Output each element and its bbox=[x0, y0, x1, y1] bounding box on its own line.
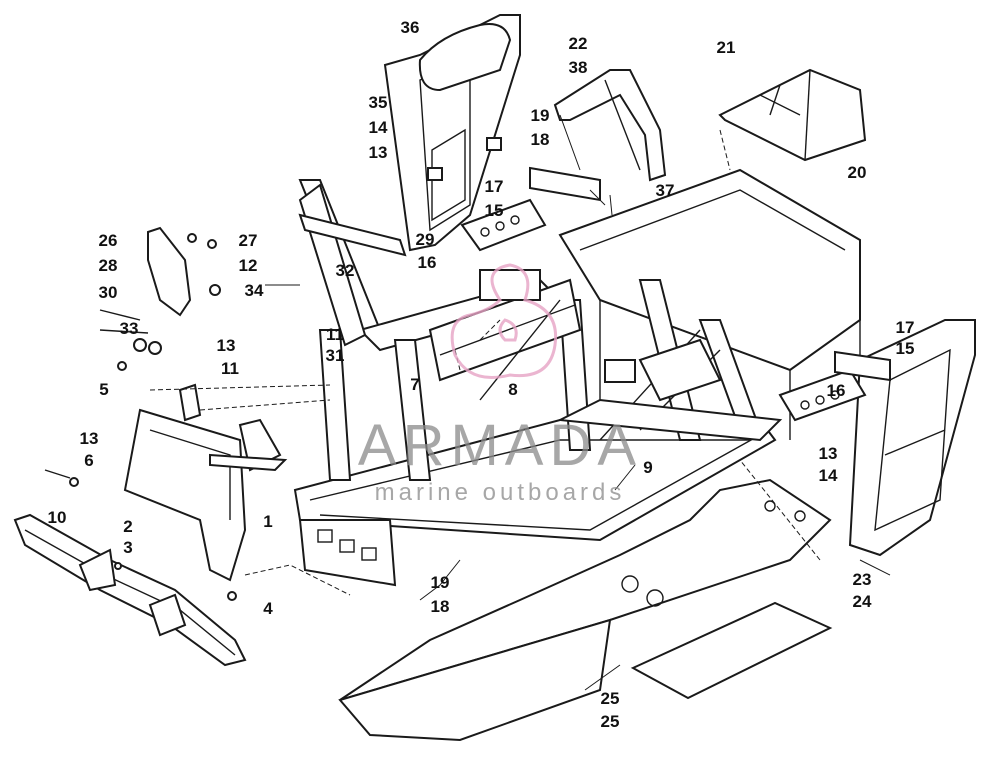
watermark-logo-icon bbox=[450, 263, 558, 379]
headrest bbox=[418, 23, 512, 92]
callout-label: 17 bbox=[896, 318, 915, 337]
callout-label: 16 bbox=[827, 381, 846, 400]
callout-label: 32 bbox=[336, 261, 355, 280]
callout-label: 14 bbox=[369, 118, 388, 137]
callout-label: 4 bbox=[263, 599, 273, 618]
callout-label: 5 bbox=[99, 380, 108, 399]
rear-grab-handle bbox=[553, 69, 667, 182]
watermark: ARMADA marine outboards bbox=[358, 263, 642, 506]
bracket-assembly-right bbox=[778, 350, 891, 422]
callout-label: 9 bbox=[643, 458, 652, 477]
callout-label: 15 bbox=[896, 339, 915, 358]
callout-label: 10 bbox=[48, 508, 67, 527]
callout-label: 37 bbox=[656, 181, 675, 200]
skid-plate-lower bbox=[338, 618, 612, 742]
front-bracket bbox=[123, 383, 288, 582]
callout-label: 17 bbox=[485, 177, 504, 196]
front-bumper bbox=[13, 513, 247, 667]
callout-label: 12 bbox=[239, 256, 258, 275]
callout-label: 14 bbox=[819, 466, 838, 485]
guard-plate bbox=[147, 226, 192, 317]
callout-label: 2 bbox=[123, 517, 132, 536]
callout-label: 22 bbox=[569, 34, 588, 53]
callout-label: 30 bbox=[99, 283, 118, 302]
leader-lines bbox=[149, 114, 891, 691]
callout-label: 13 bbox=[80, 429, 99, 448]
callout-label: 36 bbox=[401, 18, 420, 37]
callout-label: 11 bbox=[326, 325, 344, 344]
front-left-upright bbox=[298, 183, 407, 347]
callout-label: 38 bbox=[569, 58, 588, 77]
callout-label: 28 bbox=[99, 256, 118, 275]
callout-label: 1 bbox=[263, 512, 272, 531]
callout-label: 31 bbox=[326, 346, 345, 365]
hardware bbox=[44, 233, 237, 601]
callout-label: 35 bbox=[369, 93, 388, 112]
callout-label: 13 bbox=[819, 444, 838, 463]
bracket-assembly-upper bbox=[460, 166, 601, 252]
callout-label: 18 bbox=[431, 597, 450, 616]
callout-label: 34 bbox=[245, 281, 264, 300]
callout-label: 27 bbox=[239, 231, 258, 250]
callout-label: 25 bbox=[601, 689, 620, 708]
watermark-tagline: marine outboards bbox=[375, 479, 626, 506]
callout-label: 3 bbox=[123, 538, 132, 557]
callout-label: 7 bbox=[410, 375, 419, 394]
callout-label: 13 bbox=[217, 336, 236, 355]
callout-label: 21 bbox=[717, 38, 736, 57]
floor-panel-small bbox=[630, 601, 833, 700]
callout-label: 6 bbox=[84, 451, 93, 470]
callout-label: 23 bbox=[853, 570, 872, 589]
callout-label: 19 bbox=[431, 573, 450, 592]
callout-label: 33 bbox=[120, 319, 139, 338]
callout-label: 20 bbox=[848, 163, 867, 182]
rear-tray bbox=[718, 68, 867, 162]
callout-label: 13 bbox=[369, 143, 388, 162]
watermark-brand: ARMADA bbox=[358, 413, 642, 478]
callout-label: 25 bbox=[601, 712, 620, 731]
callout-label: 18 bbox=[531, 130, 550, 149]
callout-label: 15 bbox=[485, 201, 504, 220]
callout-label: 16 bbox=[418, 253, 437, 272]
main-frame bbox=[293, 168, 861, 587]
callout-label: 19 bbox=[531, 106, 550, 125]
callout-label: 24 bbox=[853, 592, 872, 611]
callout-label: 8 bbox=[508, 380, 517, 399]
callout-label: 11 bbox=[221, 359, 239, 378]
callout-label: 29 bbox=[416, 230, 435, 249]
callout-label: 26 bbox=[99, 231, 118, 250]
